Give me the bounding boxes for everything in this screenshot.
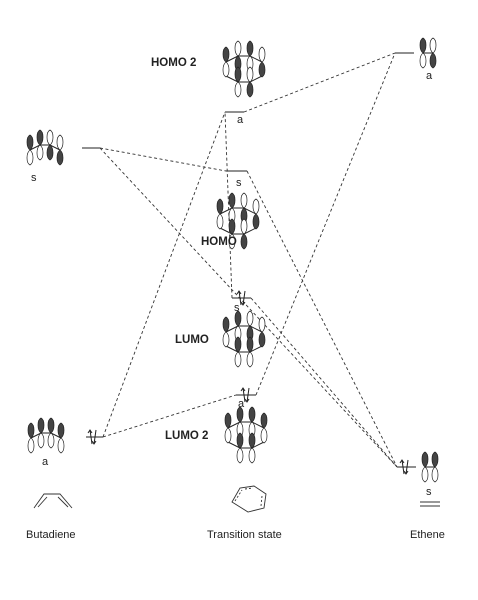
- corr-line-8: [250, 297, 398, 468]
- corr-line-1: [243, 52, 396, 113]
- homo-symmetry-label: s: [236, 177, 242, 189]
- corr-line-6: [99, 147, 398, 468]
- homo2-label: HOMO 2: [151, 57, 197, 69]
- lumo2-label: LUMO 2: [165, 430, 209, 442]
- butadiene-caption: Butadiene: [26, 529, 76, 541]
- ethene-orbital-s-icon: [421, 451, 439, 483]
- lumo-label: LUMO: [175, 334, 209, 346]
- homo2-symmetry-label: a: [237, 114, 244, 126]
- corr-line-3: [102, 111, 226, 438]
- electron-pair-lumo: [236, 290, 246, 306]
- transition-state-caption: Transition state: [207, 529, 282, 541]
- lumo-orbital-icon: [222, 310, 266, 368]
- ethene-caption: Ethene: [410, 529, 445, 541]
- butadiene-upper-symmetry-label: s: [31, 172, 37, 184]
- butadiene-orbital-s-icon: [26, 129, 64, 166]
- corr-line-2: [255, 52, 396, 396]
- ethene-orbital-a-icon: [419, 37, 437, 69]
- lumo-symmetry-label: s: [234, 302, 240, 314]
- butadiene-orbital-a-icon: [27, 417, 65, 454]
- homo2-orbital-icon: [222, 40, 266, 98]
- electron-pair-butadiene: [87, 429, 97, 445]
- homo-orbital-icon: [216, 192, 260, 250]
- corr-line-5: [99, 147, 227, 172]
- corr-line-9: [224, 111, 233, 299]
- transition-state-structure-icon: [231, 485, 267, 513]
- corr-line-4: [102, 394, 237, 438]
- ethene-lower-symmetry-label: s: [426, 486, 432, 498]
- lumo2-orbital-icon: [224, 406, 268, 464]
- lumo2-symmetry-label: a: [238, 398, 245, 410]
- ethene-upper-symmetry-label: a: [426, 70, 433, 82]
- ethene-structure-icon: [420, 501, 440, 507]
- electron-pair-ethene: [399, 459, 409, 475]
- electron-pair-lumo2: [240, 387, 250, 403]
- corr-line-7: [246, 170, 398, 468]
- homo-label: HOMO: [201, 236, 237, 248]
- butadiene-lower-symmetry-label: a: [42, 456, 49, 468]
- butadiene-structure-icon: [33, 493, 73, 509]
